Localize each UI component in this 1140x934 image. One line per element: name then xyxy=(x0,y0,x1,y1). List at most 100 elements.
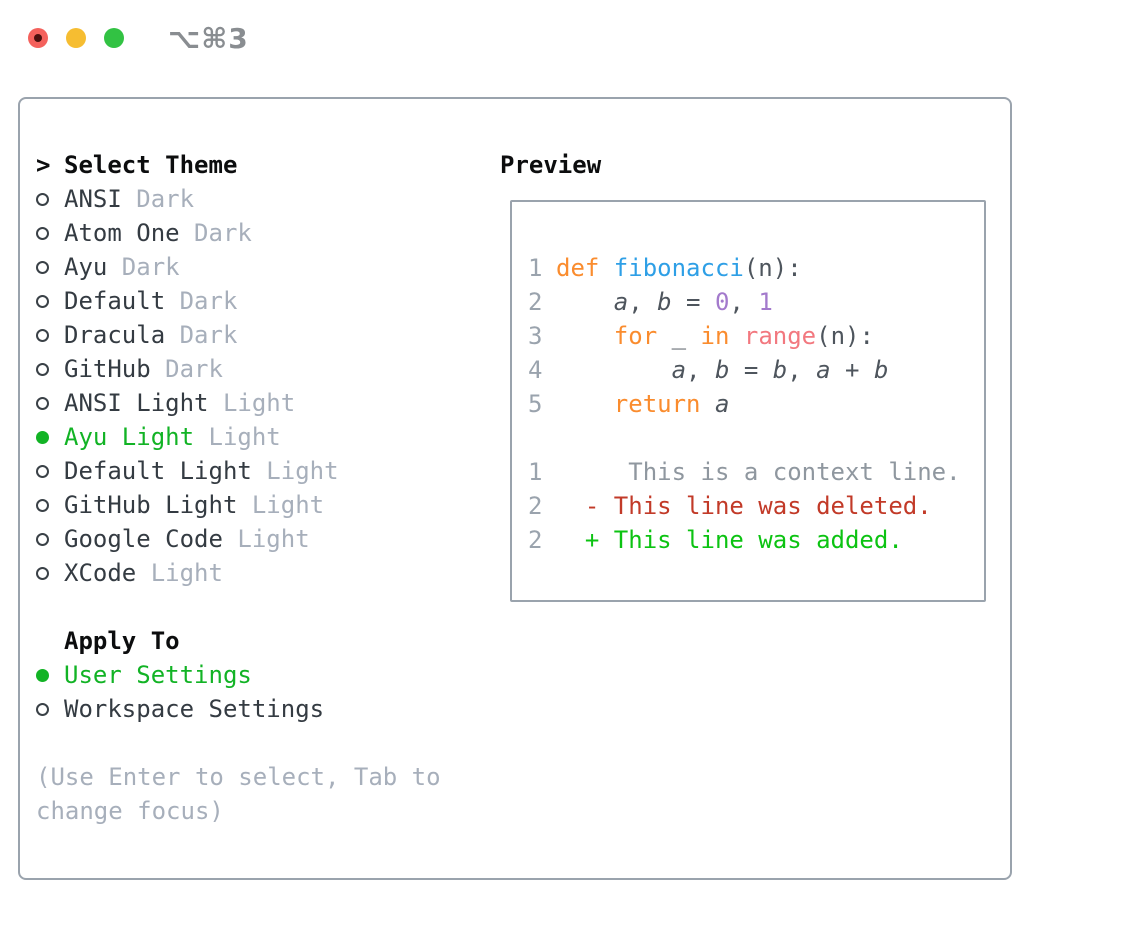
diff-line-ctx: 1 This is a context line. xyxy=(528,455,984,489)
theme-name: Ayu Light xyxy=(64,423,195,451)
code-preview: 1 def fibonacci(n): 2 a, b = 0, 1 3 for _ i… xyxy=(528,251,984,421)
minimize-button[interactable] xyxy=(66,28,86,48)
spacer xyxy=(36,590,476,624)
code-text: def fibonacci(n): xyxy=(556,254,802,282)
radio-selected-icon xyxy=(36,430,64,444)
line-number: 3 xyxy=(528,322,543,350)
radio-unselected-icon xyxy=(36,362,64,376)
theme-name: Default Light xyxy=(64,457,252,485)
close-dot-icon xyxy=(34,34,42,42)
radio-unselected-icon xyxy=(36,328,64,342)
theme-option-atom-one[interactable]: Atom One Dark xyxy=(36,216,476,250)
theme-variant: Dark xyxy=(150,355,223,383)
radio-unselected-icon xyxy=(36,260,64,274)
line-number: 2 xyxy=(528,526,543,554)
theme-option-github[interactable]: GitHub Dark xyxy=(36,352,476,386)
theme-variant: Light xyxy=(237,491,325,519)
diff-text: This is a context line. xyxy=(556,458,961,486)
theme-name: Default xyxy=(64,287,166,315)
theme-name: ANSI Light xyxy=(64,389,209,417)
spacer xyxy=(36,726,476,760)
theme-name: XCode xyxy=(64,559,137,587)
line-number: 4 xyxy=(528,356,543,384)
radio-unselected-icon xyxy=(36,566,64,580)
radio-unselected-icon xyxy=(36,498,64,512)
theme-option-default-light[interactable]: Default Light Light xyxy=(36,454,476,488)
line-number: 1 xyxy=(528,254,543,282)
code-line: 5 return a xyxy=(528,387,984,421)
theme-variant: Dark xyxy=(165,321,238,349)
code-line: 1 def fibonacci(n): xyxy=(528,251,984,285)
radio-unselected-icon xyxy=(36,226,64,240)
theme-variant: Dark xyxy=(179,219,252,247)
apply-option-label: User Settings xyxy=(64,661,252,689)
theme-option-ansi[interactable]: ANSI Dark xyxy=(36,182,476,216)
traffic-lights xyxy=(28,28,124,48)
line-number: 2 xyxy=(528,288,543,316)
theme-option-google-code[interactable]: Google Code Light xyxy=(36,522,476,556)
code-text: a, b = b, a + b xyxy=(671,356,889,384)
theme-name: Google Code xyxy=(64,525,223,553)
diff-line-add: 2 + This line was added. xyxy=(528,523,984,557)
theme-option-default[interactable]: Default Dark xyxy=(36,284,476,318)
code-text: return a xyxy=(613,390,730,418)
theme-option-ansi-light[interactable]: ANSI Light Light xyxy=(36,386,476,420)
theme-variant: Dark xyxy=(107,253,180,281)
theme-option-ayu[interactable]: Ayu Dark xyxy=(36,250,476,284)
theme-option-github-light[interactable]: GitHub Light Light xyxy=(36,488,476,522)
code-line: 4 a, b = b, a + b xyxy=(528,353,984,387)
apply-option-workspace-settings[interactable]: Workspace Settings xyxy=(36,692,476,726)
radio-unselected-icon xyxy=(36,192,64,206)
select-theme-title: Select Theme xyxy=(64,151,238,179)
spacer xyxy=(528,421,984,455)
code-text: a, b = 0, 1 xyxy=(613,288,773,316)
theme-name: Ayu xyxy=(64,253,108,281)
apply-option-user-settings[interactable]: User Settings xyxy=(36,658,476,692)
radio-unselected-icon xyxy=(36,464,64,478)
theme-variant: Light xyxy=(251,457,339,485)
diff-line-del: 2 - This line was deleted. xyxy=(528,489,984,523)
close-button[interactable] xyxy=(28,28,48,48)
apply-to-header: Apply To xyxy=(36,624,476,658)
diff-text: - This line was deleted. xyxy=(556,492,932,520)
diff-preview: 1 This is a context line.2 - This line w… xyxy=(528,455,984,557)
theme-option-ayu-light[interactable]: Ayu Light Light xyxy=(36,420,476,454)
apply-option-label: Workspace Settings xyxy=(64,695,325,723)
code-text: for _ in range(n): xyxy=(613,322,874,350)
preview-title: Preview xyxy=(500,151,602,179)
theme-option-dracula[interactable]: Dracula Dark xyxy=(36,318,476,352)
preview-pane: 1 def fibonacci(n): 2 a, b = 0, 1 3 for _ i… xyxy=(510,200,986,602)
window-title: ⌥⌘3 xyxy=(168,22,249,55)
radio-unselected-icon xyxy=(36,294,64,308)
theme-variant: Light xyxy=(222,525,310,553)
theme-variant: Light xyxy=(136,559,223,587)
radio-unselected-icon xyxy=(36,396,64,410)
theme-variant: Light xyxy=(194,423,281,451)
theme-option-xcode[interactable]: XCode Light xyxy=(36,556,476,590)
theme-name: GitHub xyxy=(64,355,151,383)
select-theme-header: > Select Theme xyxy=(36,148,476,182)
apply-to-title: Apply To xyxy=(64,627,180,655)
theme-name: Dracula xyxy=(64,321,166,349)
diff-text: + This line was added. xyxy=(556,526,903,554)
line-number: 1 xyxy=(528,458,543,486)
line-number: 2 xyxy=(528,492,543,520)
zoom-button[interactable] xyxy=(104,28,124,48)
theme-variant: Light xyxy=(208,389,296,417)
theme-name: ANSI xyxy=(64,185,122,213)
help-text: (Use Enter to select, Tab to change focu… xyxy=(36,763,441,825)
theme-name: Atom One xyxy=(64,219,180,247)
line-number: 5 xyxy=(528,390,543,418)
theme-variant: Dark xyxy=(165,287,238,315)
theme-name: GitHub Light xyxy=(64,491,238,519)
radio-selected-icon xyxy=(36,668,64,682)
code-line: 3 for _ in range(n): xyxy=(528,319,984,353)
prompt-caret-icon: > xyxy=(36,151,51,179)
radio-unselected-icon xyxy=(36,702,64,716)
radio-unselected-icon xyxy=(36,532,64,546)
